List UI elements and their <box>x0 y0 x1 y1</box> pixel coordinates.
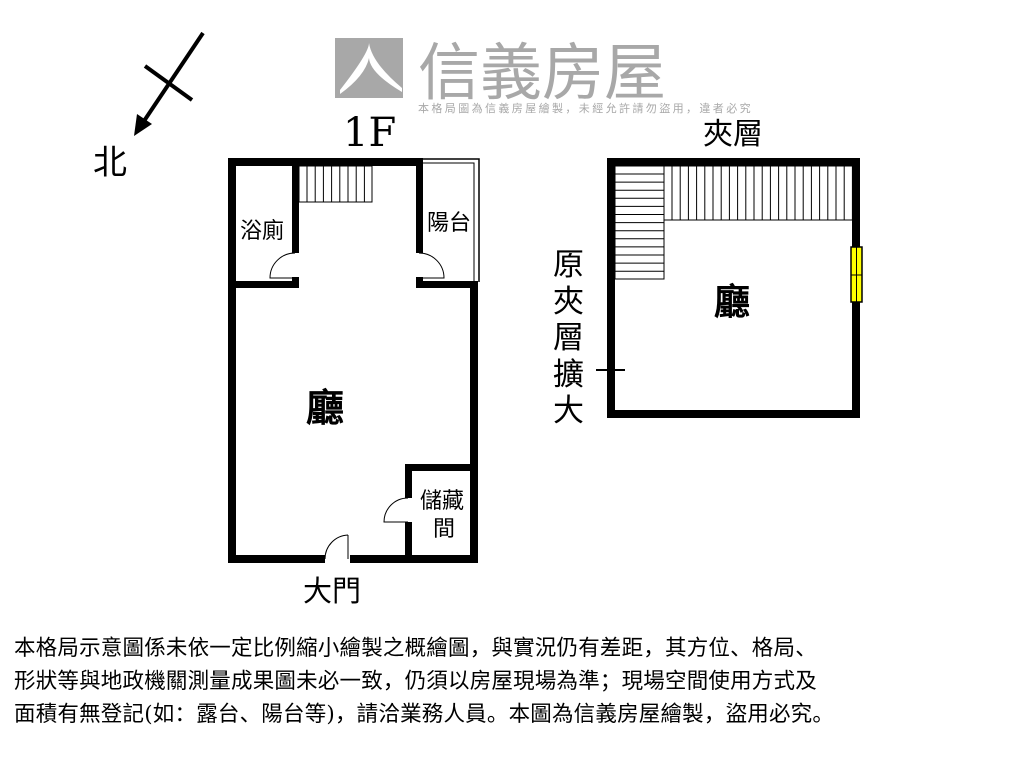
watermark: 信義房屋 本格局圖為信義房屋繪製，未經允許請勿盜用，違者必究 <box>335 36 753 115</box>
room-living-mezzanine: 廳 <box>714 281 750 323</box>
floor1-plan <box>228 158 480 563</box>
mezzanine-title: 夾層 <box>703 117 763 152</box>
svg-text:層: 層 <box>553 320 584 356</box>
main-door-icon <box>324 534 349 560</box>
balcony-door-icon <box>418 252 445 279</box>
room-balcony: 陽台 <box>427 211 471 236</box>
room-living-1f: 廳 <box>306 385 344 430</box>
bathroom-door-icon <box>269 252 296 279</box>
disclaimer: 本格局示意圖係未依一定比例縮小繪製之概繪圖，與實況仍有差距，其方位、格局、 形狀… <box>14 632 1014 731</box>
svg-text:擴: 擴 <box>553 357 584 393</box>
watermark-logo-icon <box>335 38 403 98</box>
storage-door-icon <box>383 497 409 523</box>
north-label: 北 <box>93 143 127 183</box>
floor1-title: 1F <box>343 110 396 156</box>
disclaimer-line: 本格局示意圖係未依一定比例縮小繪製之概繪圖，與實況仍有差距，其方位、格局、 <box>14 636 817 661</box>
expansion-note: 原 夾 層 擴 大 <box>553 247 584 429</box>
svg-text:夾: 夾 <box>553 284 584 320</box>
disclaimer-line: 面積有無登記(如：露台、陽台等)，請洽業務人員。本圖為信義房屋繪製，盜用必究。 <box>14 702 835 727</box>
window-icon <box>850 246 863 303</box>
floor1-stairs <box>298 165 373 203</box>
room-storage-line2: 間 <box>433 517 455 542</box>
room-bathroom: 浴廁 <box>240 219 284 244</box>
svg-text:原: 原 <box>553 247 584 283</box>
svg-text:大: 大 <box>553 393 584 429</box>
room-storage-line1: 儲藏 <box>420 489 464 514</box>
watermark-notice: 本格局圖為信義房屋繪製，未經允許請勿盜用，違者必究 <box>418 101 753 115</box>
door-icons <box>269 252 445 560</box>
mezzanine-stairs <box>614 165 854 280</box>
disclaimer-line: 形狀等與地政機關測量成果圖未必一致，仍須以房屋現場為準；現場空間使用方式及 <box>14 669 817 694</box>
north-compass-icon <box>134 31 205 136</box>
main-door-label: 大門 <box>303 574 361 608</box>
watermark-brand: 信義房屋 <box>418 36 666 109</box>
